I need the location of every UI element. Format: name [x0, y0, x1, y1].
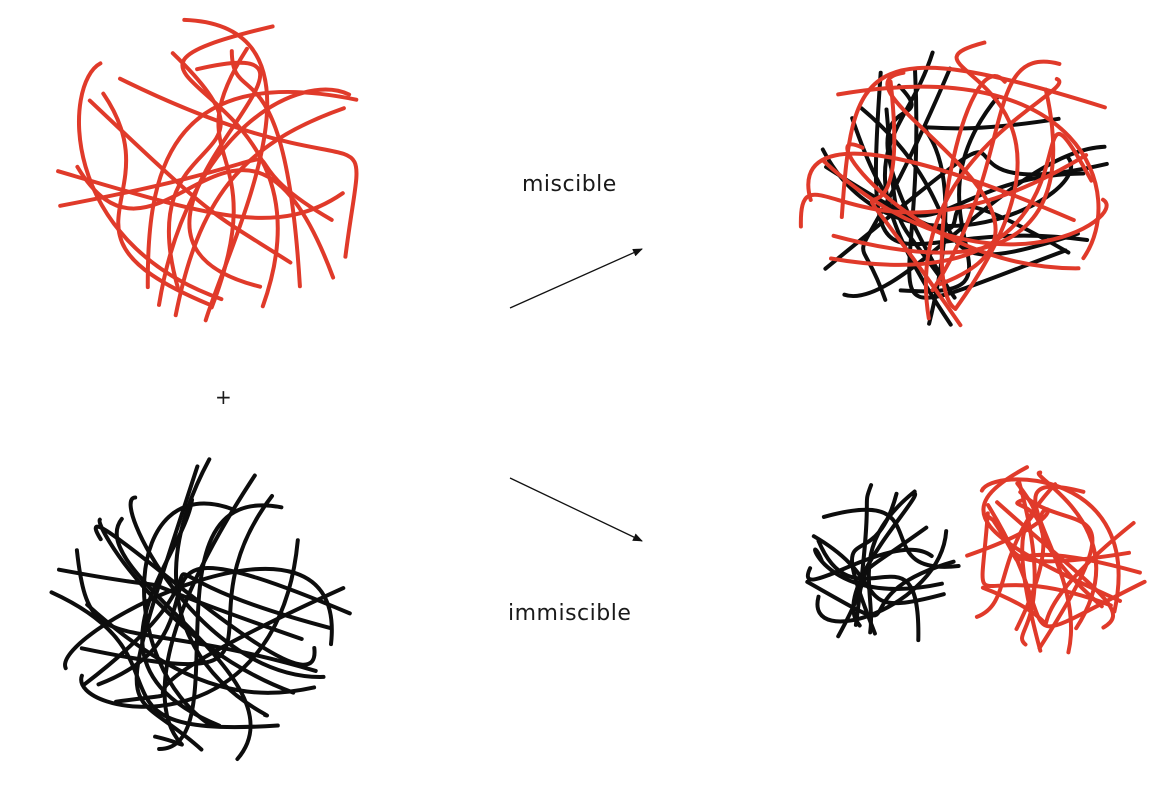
polymer-strand	[798, 153, 1089, 229]
polymer-strand	[806, 151, 1076, 223]
polymer-strand	[209, 46, 249, 310]
miscible-blend-red	[798, 40, 1109, 328]
polymer-strand	[831, 87, 1056, 255]
miscible-label: miscible	[522, 172, 617, 197]
polymer-strand	[63, 566, 334, 671]
polymer-strand	[924, 77, 1062, 321]
plus-sign: +	[215, 385, 233, 409]
polymer-strand	[145, 89, 359, 290]
immiscible-black-domain	[805, 483, 961, 643]
immiscible-red-domain	[965, 465, 1147, 655]
polymer-strand	[842, 144, 1107, 299]
red-polymer-blob	[56, 17, 359, 323]
polymer-strand	[953, 40, 1020, 311]
polymer-strand	[142, 501, 235, 728]
miscible-arrow	[509, 248, 643, 309]
polymer-strand	[1016, 478, 1037, 647]
polymer-strand	[986, 503, 1147, 629]
polymer-strand	[93, 524, 317, 667]
polymer-strand	[980, 511, 1113, 608]
polymer-strand	[114, 516, 253, 761]
immiscible-arrow	[509, 477, 643, 542]
polymer-strand	[861, 66, 952, 302]
polymer-strand	[182, 17, 270, 323]
polymer-strand	[82, 572, 334, 687]
polymer-strand	[128, 495, 326, 679]
polymer-strand	[85, 602, 317, 695]
polymer-strand	[836, 84, 1101, 261]
polymer-strand	[974, 482, 1058, 619]
polymer-strand	[87, 98, 293, 265]
polymer-strand	[979, 477, 1121, 614]
polymer-strand	[821, 507, 961, 569]
immiscible-label: immiscible	[508, 601, 632, 626]
polymer-strand	[815, 529, 949, 624]
polymer-strand	[118, 76, 359, 259]
polymer-strand	[49, 590, 280, 730]
polymer-strand	[58, 157, 334, 222]
polymer-strand	[173, 106, 346, 318]
polymer-strand	[173, 457, 269, 718]
polymer-strand	[153, 473, 257, 747]
black-polymer-blob	[49, 457, 352, 761]
polymer-strand	[157, 87, 352, 307]
polymer-strand	[839, 65, 1107, 219]
polymer-strand	[811, 534, 946, 606]
polymer-strand	[229, 49, 302, 289]
polymer-strand	[187, 60, 263, 289]
polymer-strand	[166, 51, 223, 290]
polymer-strand	[56, 169, 345, 220]
blobs-layer	[49, 17, 1147, 761]
polymer-strand	[79, 494, 274, 667]
polymer-strand	[1036, 470, 1099, 631]
polymer-strand	[820, 147, 1073, 228]
polymer-strand	[821, 158, 1109, 247]
polymer-strand	[939, 74, 1007, 311]
